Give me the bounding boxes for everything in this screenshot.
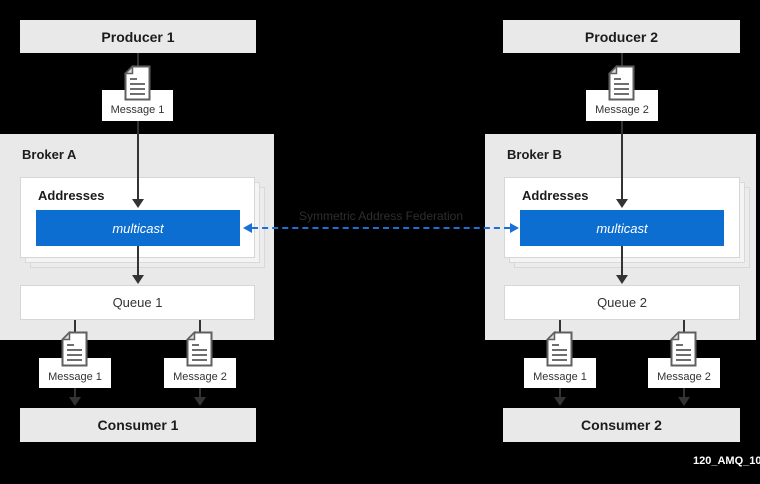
queue-1-box: Queue 1	[20, 285, 255, 320]
connector-message1-consumer2	[559, 388, 561, 398]
message-document-icon	[123, 64, 151, 101]
producer-1-box: Producer 1	[20, 20, 256, 53]
connector-multicast-queue2	[621, 246, 623, 275]
message-1-bottom-left-label: Message 1	[48, 371, 102, 383]
message-document-icon	[185, 330, 213, 367]
producer-2-box: Producer 2	[503, 20, 740, 53]
arrowhead-down-icon	[554, 397, 566, 406]
queue-1-label: Queue 1	[112, 295, 163, 310]
connector-queue1-message2	[199, 320, 201, 334]
connector-message2-consumer2	[683, 388, 685, 398]
addresses-b-title: Addresses	[522, 188, 589, 203]
arrowhead-down-icon	[132, 199, 144, 208]
message-2-bottom-right-label: Message 2	[657, 371, 711, 383]
queue-2-label: Queue 2	[597, 295, 647, 310]
broker-b-label: Broker B	[507, 147, 562, 162]
arrowhead-down-icon	[616, 275, 628, 284]
message-1-bottom-right-label: Message 1	[533, 371, 587, 383]
consumer-1-box: Consumer 1	[20, 408, 256, 442]
connector-queue2-message1	[559, 320, 561, 334]
queue-2-box: Queue 2	[504, 285, 740, 320]
message-1-top-label: Message 1	[110, 104, 165, 116]
multicast-a-label: multicast	[112, 220, 164, 236]
arrowhead-down-icon	[678, 397, 690, 406]
multicast-b-address: multicast	[520, 210, 724, 246]
message-2-bottom-left-box: Message 2	[164, 358, 236, 388]
message-1-top-box: Message 1	[102, 90, 173, 121]
consumer-1-label: Consumer 1	[97, 417, 179, 433]
consumer-2-label: Consumer 2	[581, 417, 662, 433]
message-2-bottom-left-label: Message 2	[173, 371, 227, 383]
message-2-top-box: Message 2	[586, 90, 658, 121]
federation-arrowhead-right-icon	[510, 223, 519, 233]
arrowhead-down-icon	[194, 397, 206, 406]
message-2-top-label: Message 2	[595, 104, 649, 116]
producer-1-label: Producer 1	[101, 28, 175, 45]
broker-a-label: Broker A	[22, 147, 77, 162]
producer-2-label: Producer 2	[584, 28, 659, 45]
connector-queue1-message1	[74, 320, 76, 334]
connector-producer1-multicast	[137, 53, 139, 200]
multicast-a-address: multicast	[36, 210, 240, 246]
connector-queue2-message2	[683, 320, 685, 334]
federation-label: Symmetric Address Federation	[298, 209, 464, 223]
connector-multicast-queue1	[137, 246, 139, 275]
diagram-id-label: 120_AMQ_1028	[693, 455, 760, 467]
message-document-icon	[60, 330, 88, 367]
message-document-icon	[669, 330, 697, 367]
multicast-b-label: multicast	[596, 220, 648, 236]
message-document-icon	[607, 64, 635, 101]
consumer-2-box: Consumer 2	[503, 408, 740, 442]
message-document-icon	[545, 330, 573, 367]
connector-message2-consumer1	[199, 388, 201, 398]
arrowhead-down-icon	[69, 397, 81, 406]
arrowhead-down-icon	[616, 199, 628, 208]
federation-dashed-line	[252, 227, 510, 229]
arrowhead-down-icon	[132, 275, 144, 284]
connector-producer2-multicast	[621, 53, 623, 200]
connector-message1-consumer1	[74, 388, 76, 398]
addresses-a-title: Addresses	[38, 188, 105, 203]
federation-arrowhead-left-icon	[243, 223, 252, 233]
